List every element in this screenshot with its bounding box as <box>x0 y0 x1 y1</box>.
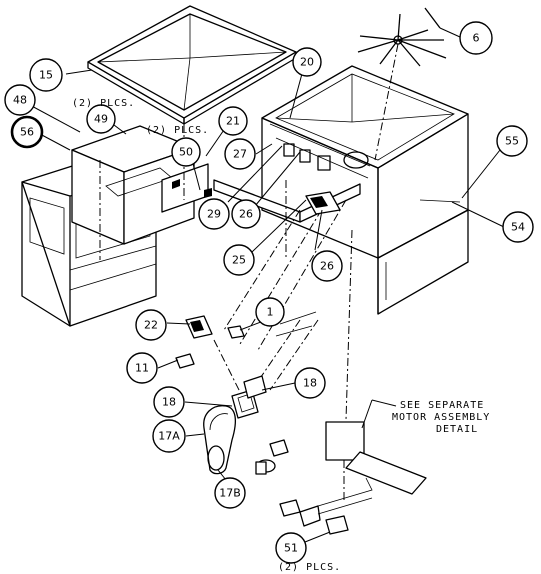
callout-56-label: 56 <box>20 126 34 139</box>
callout-27-label: 27 <box>233 148 247 161</box>
callout-21: 21 <box>219 107 247 135</box>
callout-56: 56 <box>12 117 42 147</box>
callout-18-right: 18 <box>295 368 325 398</box>
callout-51: 51 <box>276 533 306 563</box>
callout-29: 29 <box>199 199 229 229</box>
callout-17a: 17A <box>153 420 185 452</box>
callout-15: 15 <box>30 59 62 91</box>
callout-48: 48 <box>5 85 35 115</box>
callout-11: 11 <box>127 353 157 383</box>
callout-48-label: 48 <box>13 94 27 107</box>
callout-27: 27 <box>225 139 255 169</box>
callout-55-label: 55 <box>505 135 519 148</box>
callout-26-upper-label: 26 <box>239 208 253 221</box>
callout-51-label: 51 <box>284 542 298 555</box>
callout-22-label: 22 <box>144 319 158 332</box>
callout-21-label: 21 <box>226 115 240 128</box>
callout-20: 20 <box>293 48 321 76</box>
callout-50-label: 50 <box>179 146 193 159</box>
callout-26-lower: 26 <box>312 251 342 281</box>
callout-15-label: 15 <box>39 69 53 82</box>
callout-49-label: 49 <box>94 113 108 126</box>
callout-20-label: 20 <box>300 56 314 69</box>
callout-18-right-label: 18 <box>303 377 317 390</box>
plcs-note-top: (2) PLCS. <box>72 98 135 109</box>
callout-25: 25 <box>224 245 254 275</box>
callout-18-left: 18 <box>154 387 184 417</box>
callout-6: 6 <box>460 22 492 54</box>
callout-29-label: 29 <box>207 208 221 221</box>
callout-22: 22 <box>136 310 166 340</box>
callout-6-label: 6 <box>473 32 480 45</box>
callout-26-upper: 26 <box>232 200 260 228</box>
plcs-note-bottom: (2) PLCS. <box>278 562 341 573</box>
callout-49: 49 <box>87 105 115 133</box>
callout-50: 50 <box>172 138 200 166</box>
agitator-part <box>358 8 446 160</box>
callout-26-lower-label: 26 <box>320 260 334 273</box>
callout-54: 54 <box>503 212 533 242</box>
callout-55: 55 <box>497 126 527 156</box>
callout-1-label: 1 <box>267 306 274 319</box>
motor-assembly <box>256 422 426 534</box>
callout-18-left-label: 18 <box>162 396 176 409</box>
callout-17b: 17B <box>215 478 245 508</box>
callout-11-label: 11 <box>135 362 149 375</box>
callout-1: 1 <box>256 298 284 326</box>
plcs-note-mid: (2) PLCS. <box>146 125 209 136</box>
cabinet-part <box>214 66 468 314</box>
callout-17a-label: 17A <box>158 430 180 443</box>
callout-25-label: 25 <box>232 254 246 267</box>
callout-54-label: 54 <box>511 221 525 234</box>
motor-note-line2: MOTOR ASSEMBLY <box>392 412 490 423</box>
motor-note-line1: SEE SEPARATE <box>400 400 484 411</box>
chute-part <box>204 406 236 474</box>
callout-17b-label: 17B <box>219 487 241 500</box>
motor-note-line3: DETAIL <box>436 424 478 435</box>
